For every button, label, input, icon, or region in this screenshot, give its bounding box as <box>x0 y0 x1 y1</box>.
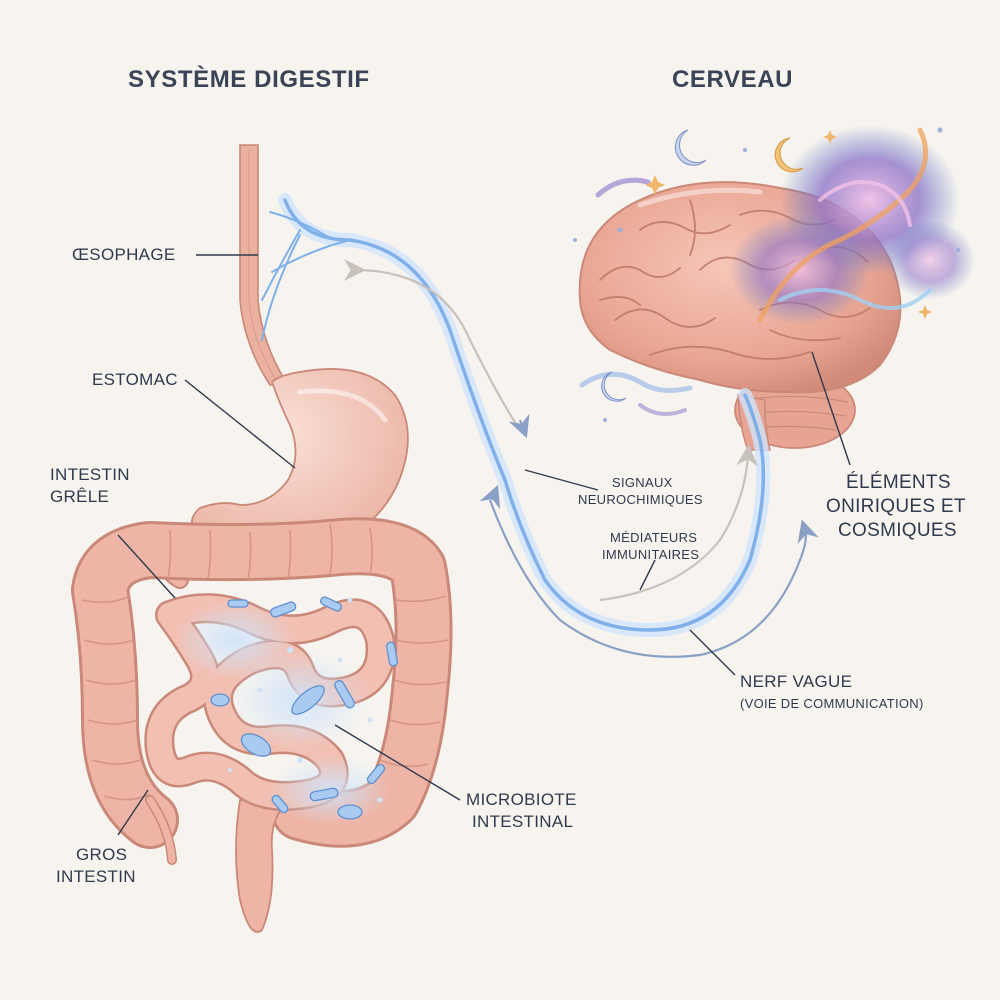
rectum <box>235 799 287 933</box>
neurochemical-signals-label-line2: NEUROCHIMIQUES <box>578 492 703 507</box>
large-intestine <box>71 517 453 865</box>
dream-elements-label-line3: COSMIQUES <box>838 520 957 541</box>
leader-lines <box>117 254 851 836</box>
stomach-label: ESTOMAC <box>92 370 178 389</box>
dream-elements-label-line1: ÉLÉMENTS <box>846 472 951 493</box>
microbiota-label-line2: INTESTINAL <box>472 812 574 831</box>
immune-mediators-label-line1: MÉDIATEURS <box>610 530 698 545</box>
microbiota <box>175 596 399 825</box>
brain-title: CERVEAU <box>672 66 794 93</box>
vagus-nerve <box>261 193 771 638</box>
digestive-system-title: SYSTÈME DIGESTIF <box>128 66 370 93</box>
vagus-nerve-sublabel: (VOIE DE COMMUNICATION) <box>740 696 924 711</box>
small-intestine-label-line1: INTESTIN <box>50 465 130 484</box>
microbiota-label-line1: MICROBIOTE <box>466 790 577 809</box>
vagus-nerve-label: NERF VAGUE <box>740 672 853 691</box>
immune-mediators-label-line2: IMMUNITAIRES <box>602 547 700 562</box>
large-intestine-label-line2: INTESTIN <box>56 867 136 886</box>
large-intestine-label-line1: GROS <box>76 845 128 864</box>
communication-arrows <box>343 258 819 658</box>
dream-elements-label-line2: ONIRIQUES ET <box>826 496 966 517</box>
dream-cosmic-elements <box>573 125 975 422</box>
small-intestine-label-line2: GRÊLE <box>50 487 110 506</box>
neurochemical-signals-label-line1: SIGNAUX <box>612 475 673 490</box>
oesophagus-label: ŒSOPHAGE <box>72 245 176 264</box>
